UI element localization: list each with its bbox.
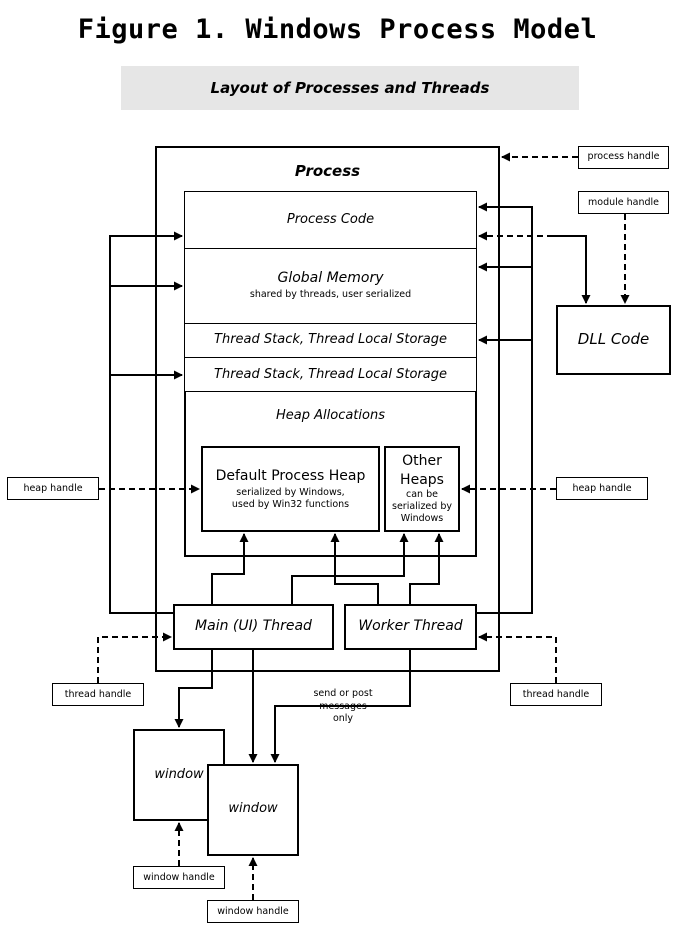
- dll-code-label: DLL Code: [577, 330, 650, 348]
- window-label-1: window: [154, 767, 204, 782]
- module-handle-box: [578, 191, 669, 214]
- window-handle-2-box: [207, 900, 299, 923]
- tls-section-2: [184, 357, 477, 392]
- process-label: Process: [294, 162, 361, 180]
- thread-handle-right-box: [510, 683, 602, 706]
- default-heap-label: Default Process Heap: [215, 468, 366, 484]
- thread-handle-left-label: thread handle: [64, 689, 132, 700]
- process-handle-box: [578, 146, 669, 169]
- worker-thread-label: Worker Thread: [358, 618, 463, 634]
- other-heaps: [384, 446, 460, 532]
- worker-thread: [344, 604, 477, 650]
- dll-code-box: [556, 305, 671, 375]
- other-heaps-label-2: Heaps: [400, 472, 444, 488]
- heap-handle-left-label: heap handle: [23, 483, 83, 494]
- global-memory-note: shared by threads, user serialized: [249, 289, 412, 300]
- other-heaps-note-3: Windows: [400, 513, 444, 524]
- other-heaps-label-1: Other: [402, 453, 442, 469]
- global-memory-section: [184, 248, 477, 324]
- heap-handle-right-label: heap handle: [572, 483, 632, 494]
- tls-label-2: Thread Stack, Thread Local Storage: [214, 367, 447, 382]
- other-heaps-note-1: can be: [406, 489, 438, 500]
- thread-handle-right-label: thread handle: [522, 689, 590, 700]
- main-thread-label: Main (UI) Thread: [195, 618, 312, 634]
- send-post-note-1: send or post: [313, 688, 373, 699]
- default-heap-note-1: serialized by Windows,: [236, 487, 345, 498]
- thread-handle-left-box: [52, 683, 144, 706]
- process-handle-label: process handle: [587, 151, 660, 162]
- heap-handle-right-box: [556, 477, 648, 500]
- process-code-label: Process Code: [286, 212, 375, 227]
- figure-subtitle: Layout of Processes and Threads: [121, 66, 579, 110]
- window-handle-2-label: window handle: [217, 906, 289, 917]
- default-heap-note-2: used by Win32 functions: [231, 499, 350, 510]
- heap-handle-left-box: [7, 477, 99, 500]
- send-post-note-3: only: [332, 713, 354, 724]
- window-handle-1-box: [133, 866, 225, 889]
- window-box-2: [207, 764, 299, 856]
- tls-label-1: Thread Stack, Thread Local Storage: [214, 332, 447, 347]
- global-memory-label: Global Memory: [277, 270, 384, 286]
- default-process-heap: [201, 446, 380, 532]
- tls-section-1: [184, 323, 477, 358]
- window-handle-1-label: window handle: [143, 872, 215, 883]
- window-label-2: window: [228, 801, 278, 816]
- module-handle-label: module handle: [588, 197, 659, 208]
- heap-allocations-label: Heap Allocations: [276, 408, 385, 423]
- figure-title: Figure 1. Windows Process Model: [77, 14, 598, 45]
- other-heaps-note-2: serialized by: [392, 501, 452, 512]
- main-ui-thread: [173, 604, 334, 650]
